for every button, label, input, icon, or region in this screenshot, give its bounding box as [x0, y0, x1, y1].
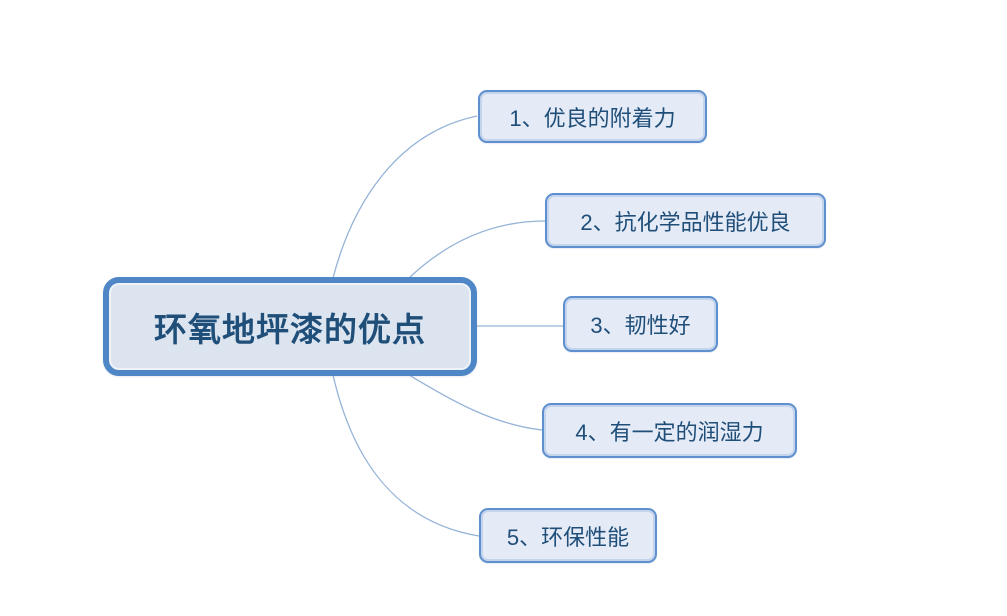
branch-node-2[interactable]: 2、抗化学品性能优良	[545, 193, 826, 248]
branch-node-1[interactable]: 1、优良的附着力	[478, 90, 707, 143]
branch-node-3[interactable]: 3、韧性好	[563, 296, 718, 352]
connector-branch-5	[332, 374, 480, 537]
connector-branch-1	[332, 115, 478, 279]
branch-node-5[interactable]: 5、环保性能	[479, 508, 657, 563]
connector-branch-2	[408, 220, 546, 279]
connector-branch-4	[408, 374, 543, 431]
branch-node-4[interactable]: 4、有一定的润湿力	[542, 403, 797, 458]
root-node[interactable]: 环氧地坪漆的优点	[103, 277, 477, 376]
